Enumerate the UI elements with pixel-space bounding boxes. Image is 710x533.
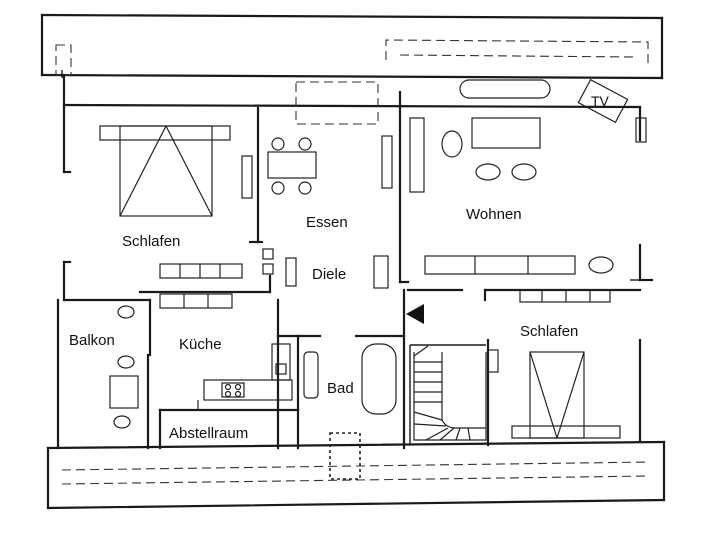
shelf-right	[519, 289, 611, 303]
switch-box	[262, 248, 274, 260]
interior-walls	[62, 90, 642, 450]
bed-right	[511, 351, 621, 439]
plant	[117, 355, 135, 369]
room-label-essen: Essen	[306, 214, 348, 231]
kitchen-shelf	[159, 293, 233, 309]
kitchen-counter	[203, 379, 293, 401]
roof-window-dashes	[55, 39, 651, 485]
tv-unit	[577, 78, 629, 124]
tv-label: TV	[591, 93, 610, 109]
room-label-kueche: Küche	[179, 336, 222, 353]
sofa-left	[409, 117, 425, 193]
sofa-top	[459, 79, 551, 99]
coffee-table	[471, 117, 541, 149]
room-label-bad: Bad	[327, 380, 354, 397]
armchair	[441, 130, 463, 158]
lamp	[588, 256, 614, 274]
plant	[117, 305, 135, 319]
kitchen-sink	[271, 343, 291, 381]
cabinet-diele-right	[373, 255, 389, 289]
stove	[221, 382, 245, 398]
room-label-balkon: Balkon	[69, 332, 115, 349]
staircase	[413, 345, 487, 441]
balkon-table	[109, 375, 139, 409]
room-label-schlafen-right: Schlafen	[520, 323, 578, 340]
sideboard-essen	[381, 135, 393, 189]
entrance-arrow	[406, 304, 424, 324]
bed-left	[99, 125, 231, 217]
room-label-diele: Diele	[312, 266, 346, 283]
wardrobe-left	[241, 155, 253, 199]
armchair	[511, 163, 537, 181]
armchair	[475, 163, 501, 181]
cabinet-diele-left	[285, 257, 297, 287]
outer-walls	[40, 13, 666, 510]
switch-box	[262, 263, 274, 275]
sideboard-wohnen	[424, 255, 576, 275]
room-label-abstellraum: Abstellraum	[169, 425, 248, 442]
cabinet-wohnen-right	[635, 117, 647, 143]
shelf-left	[159, 263, 243, 279]
washbasin	[303, 351, 319, 399]
wardrobe-stairs	[487, 349, 499, 373]
room-label-schlafen-left: Schlafen	[122, 233, 180, 250]
dining-table	[267, 137, 317, 195]
room-label-wohnen: Wohnen	[466, 206, 522, 223]
bathtub	[361, 343, 397, 415]
plant	[113, 415, 131, 429]
